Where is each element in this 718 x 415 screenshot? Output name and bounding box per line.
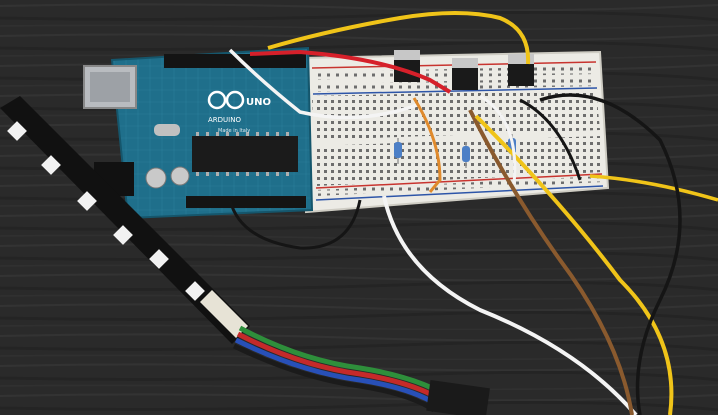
capacitor — [170, 166, 190, 186]
wire-yellow-right — [589, 174, 718, 202]
arduino-logo: ARDUINO UNO Made in Italy — [207, 90, 271, 134]
led-chip — [77, 191, 97, 211]
wire-brown-long — [468, 109, 634, 415]
resistor — [394, 138, 402, 164]
crystal — [154, 124, 180, 136]
led-chip — [185, 281, 205, 301]
capacitor — [145, 167, 167, 189]
rgb-ribbon-cable — [232, 325, 490, 415]
wire-white-top — [228, 48, 421, 120]
header-analog — [186, 196, 306, 208]
resistor — [462, 142, 470, 168]
wire-black-right — [539, 93, 682, 415]
wire-red — [249, 49, 452, 94]
wire-yellow-long — [474, 114, 674, 415]
header-digital — [164, 54, 306, 68]
wire-yellow-top — [267, 11, 531, 65]
logo-brand-text: ARDUINO — [208, 116, 241, 124]
wire-black-gnd — [228, 199, 362, 250]
led-chip — [149, 249, 169, 269]
mosfet-2 — [452, 58, 478, 90]
wire-white-jumper — [479, 94, 517, 185]
atmega-chip — [192, 136, 298, 172]
wire-white-long — [382, 195, 638, 415]
strip-connector — [426, 379, 490, 415]
arduino-board: ARDUINO UNO Made in Italy — [83, 46, 314, 220]
logo-origin-text: Made in Italy — [218, 128, 250, 134]
wire-orange — [412, 97, 442, 193]
led-chip — [113, 225, 133, 245]
wire-black-middle — [519, 98, 582, 181]
mosfet-1 — [394, 50, 420, 82]
logo-model-text: UNO — [246, 97, 271, 108]
